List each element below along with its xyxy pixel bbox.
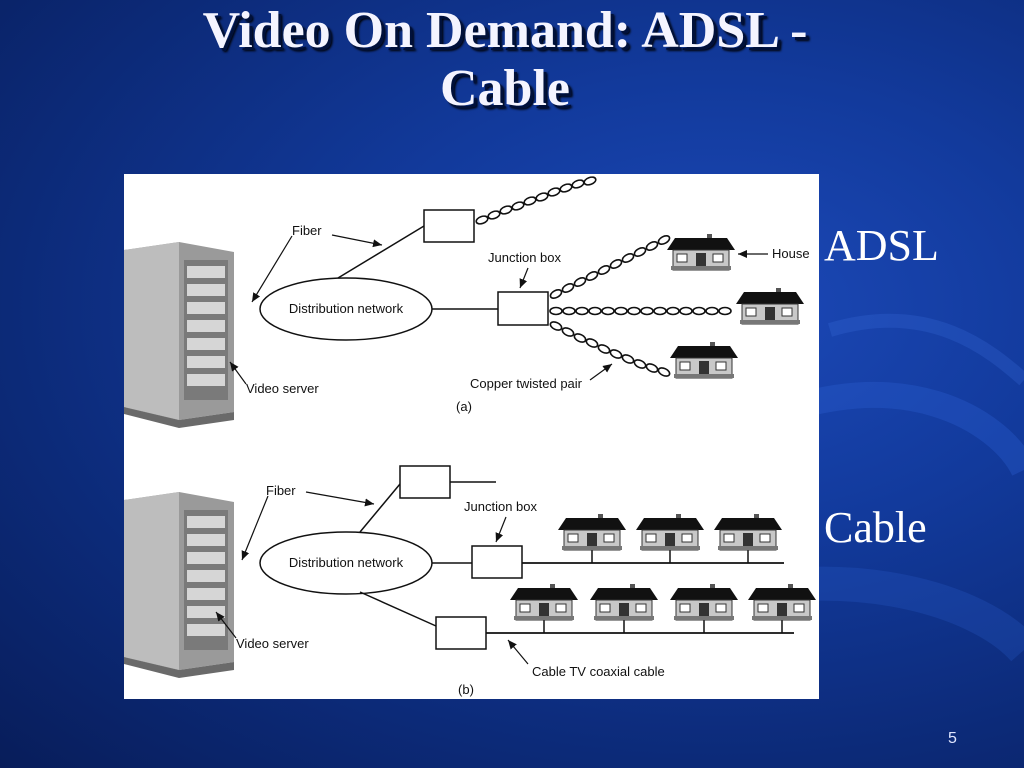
video-server-a-label: Video server (246, 381, 319, 396)
video-server-a-arrow (229, 361, 247, 385)
slide-title-line-2: Cable (440, 60, 570, 117)
house-a1-icon (666, 233, 736, 271)
fiber-b-line (359, 483, 401, 533)
house-b5-icon (589, 583, 659, 621)
slide-title: Video On Demand: ADSL -Cable (0, 2, 1010, 118)
junction-box-b (471, 545, 523, 579)
fiber-b-arrow-2 (241, 495, 269, 561)
house-b4-icon (509, 583, 579, 621)
junction-box-a-label: Junction box (488, 250, 561, 265)
house-a3-icon (669, 341, 739, 379)
copper-pair-house2 (549, 306, 732, 316)
copper-pair-arrow (589, 363, 613, 381)
node-box-b-top (399, 465, 451, 499)
caption-b: (b) (458, 682, 474, 697)
copper-pair-house1 (548, 233, 672, 301)
fiber-a-label: Fiber (292, 223, 322, 238)
junction-a-arrow (519, 267, 529, 289)
link-b-lower (359, 591, 437, 627)
fiber-b-label: Fiber (266, 483, 296, 498)
distribution-network-a-label: Distribution network (289, 301, 404, 316)
coax-arrow (507, 639, 529, 665)
house-b3-icon (713, 513, 783, 551)
node-box-b-lower (435, 616, 487, 650)
node-box-a-top (423, 209, 475, 243)
house-b1-icon (557, 513, 627, 551)
fiber-a-arrow (331, 234, 383, 248)
house-b2-icon (635, 513, 705, 551)
junction-box-a (497, 291, 549, 326)
cable-tv-coaxial-label: Cable TV coaxial cable (532, 664, 665, 679)
copper-pair-house3 (548, 319, 672, 379)
network-diagram-figure: Distribution network Fiber Junction box (124, 174, 819, 699)
video-server-b-arrow (215, 611, 237, 639)
server-b-icon (124, 492, 234, 678)
caption-a: (a) (456, 399, 472, 414)
fiber-a-line (337, 225, 425, 279)
copper-twisted-pair-label: Copper twisted pair (470, 376, 583, 391)
fiber-b-arrow (305, 491, 375, 507)
adsl-label: ADSL (824, 221, 939, 270)
house-label: House (772, 246, 810, 261)
slide-title-line-1: Video On Demand: ADSL - (202, 2, 808, 59)
junction-box-b-label: Junction box (464, 499, 537, 514)
slide-number: 5 (948, 730, 957, 747)
cable-label: Cable (824, 503, 927, 552)
house-a2-icon (735, 287, 805, 325)
junction-b-arrow (495, 516, 507, 543)
house-b6-icon (669, 583, 739, 621)
fiber-a-arrow-2 (251, 235, 293, 303)
distribution-network-b-label: Distribution network (289, 555, 404, 570)
house-b7-icon (747, 583, 817, 621)
server-a-icon (124, 242, 234, 428)
video-server-b-label: Video server (236, 636, 309, 651)
copper-pair-top (474, 174, 598, 227)
